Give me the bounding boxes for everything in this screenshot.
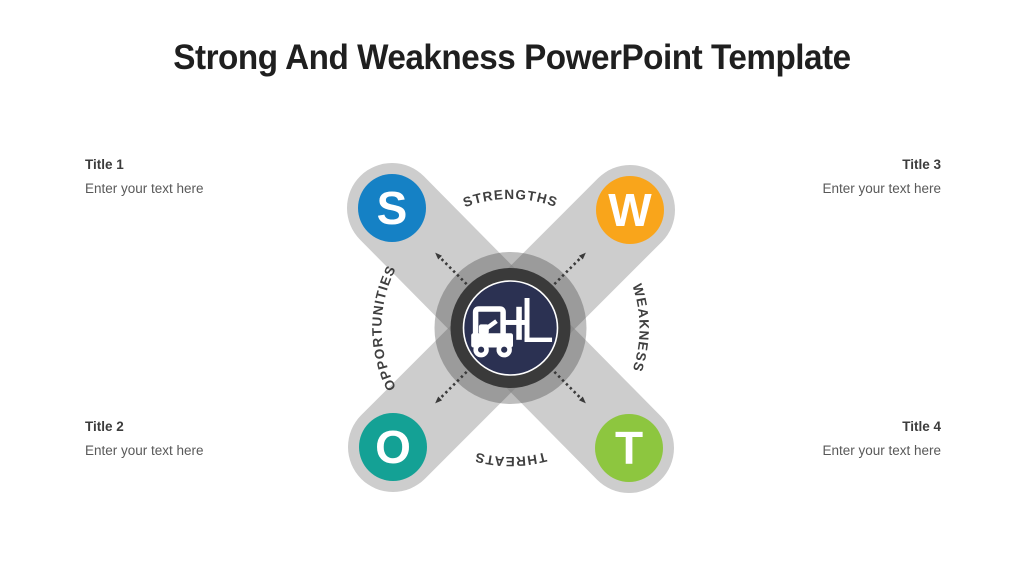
placeholder-title-2: Title 2 Enter your text here [85,419,315,458]
weakness-label: WEAKNESS [629,282,651,374]
placeholder-title-1: Title 1 Enter your text here [85,157,315,196]
arrow-to-opportunities [435,367,472,404]
swot-diagram: S W O T STRENGTHS WEAKNESS THREATS OPPOR… [347,163,675,493]
threats-letter: T [615,422,643,474]
weakness-circle [596,176,664,244]
threats-label: THREATS [473,449,548,469]
placeholder-label: Title 3 [902,157,941,172]
forklift-cab [472,306,506,336]
placeholder-title-4: Title 4 Enter your text here [711,419,941,458]
arrow-to-threats [549,367,586,404]
weakness-letter: W [608,184,652,236]
strengths-label: STRENGTHS [461,187,560,210]
placeholder-label: Title 1 [85,157,124,172]
placeholder-text: Enter your text here [822,181,941,196]
forklift-mast-outer [524,298,530,341]
forklift-fork [524,337,553,342]
forklift-mast-inner [516,306,522,340]
forklift-icon [471,298,553,358]
arrow-to-weakness [549,252,586,289]
placeholder-label: Title 4 [902,419,941,434]
placeholder-text: Enter your text here [85,181,204,196]
opportunities-circle [359,413,427,481]
strengths-letter: S [377,182,408,234]
placeholder-label: Title 2 [85,419,124,434]
opportunities-letter: O [375,421,411,473]
placeholder-text: Enter your text here [85,443,204,458]
forklift-wheel-hub [501,346,508,353]
arrow-to-strengths [435,252,472,289]
threats-circle [595,414,663,482]
placeholder-text: Enter your text here [822,443,941,458]
center-arrows [435,252,586,404]
page-title: Strong And Weakness PowerPoint Template [173,38,851,77]
placeholder-title-3: Title 3 Enter your text here [711,157,941,196]
forklift-lever [483,319,498,332]
strengths-circle [358,174,426,242]
forklift-crossbar [503,320,527,325]
opportunities-label: OPPORTUNITIES [369,263,398,393]
forklift-wheel-hub [478,346,485,353]
